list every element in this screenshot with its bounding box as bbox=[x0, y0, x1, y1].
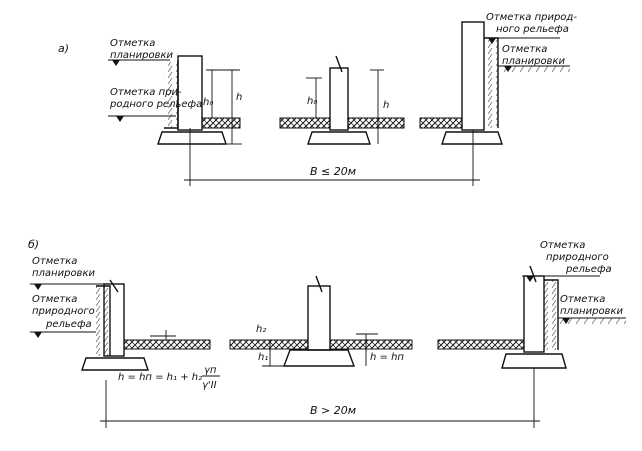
footing-b-right bbox=[501, 353, 567, 369]
level-mark-icon bbox=[488, 38, 496, 44]
footing-b-mid bbox=[282, 349, 356, 367]
h2-label: h₂ bbox=[256, 324, 266, 335]
footing-a-right bbox=[441, 131, 503, 145]
floor-slab-a-left bbox=[201, 117, 241, 129]
h-mid-label: h bbox=[383, 100, 389, 111]
panel-b-left-bottom-label-line2: природного bbox=[32, 306, 95, 317]
break-line bbox=[529, 265, 537, 283]
floor-slab-a-mid-left bbox=[279, 117, 331, 129]
formula-left: h = hп = h₁ + h₂ bbox=[118, 372, 202, 383]
soil-fill bbox=[96, 286, 110, 356]
panel-a-left-top-label-line2: планировки bbox=[110, 50, 173, 61]
h-left-label: h bbox=[236, 92, 242, 103]
panel-a-left-bottom-label-line1: Отметка при- bbox=[110, 87, 182, 98]
panel-a-right-top-label-line2: ного рельефа bbox=[496, 24, 569, 35]
panel-b-right-top-label-line2: природного bbox=[546, 252, 609, 263]
formula-denominator: γ'II bbox=[202, 380, 217, 391]
span-a-label: B ≤ 20м bbox=[310, 165, 356, 178]
h-eq-hn-label: h = hп bbox=[370, 352, 404, 363]
level-mark-icon bbox=[34, 284, 42, 290]
level-mark-icon bbox=[116, 116, 124, 122]
panel-b-left-bottom-label-line3: рельефа bbox=[45, 319, 92, 330]
soil-fill bbox=[560, 318, 626, 324]
soil-fill bbox=[500, 66, 570, 72]
floor-slab-b-left bbox=[123, 339, 211, 350]
formula-numerator: γп bbox=[204, 365, 217, 376]
h0-left-label: h₀ bbox=[203, 97, 213, 108]
span-b-label: B > 20м bbox=[310, 404, 356, 417]
h0-mid-label: h₀ bbox=[307, 96, 317, 107]
panel-b-left-top-label-line1: Отметка bbox=[32, 256, 77, 267]
column-b-mid bbox=[307, 285, 331, 351]
floor-slab-a-mid-right bbox=[347, 117, 405, 129]
level-mark-icon bbox=[526, 276, 534, 282]
break-line bbox=[335, 55, 343, 73]
panel-b-left-bottom-label-line1: Отметка bbox=[32, 294, 77, 305]
floor-slab-b-right bbox=[437, 339, 525, 350]
column-a-left bbox=[177, 55, 203, 131]
panel-a-label: а) bbox=[58, 42, 69, 55]
column-a-mid bbox=[329, 67, 349, 131]
soil-fill bbox=[484, 38, 498, 128]
soil-fill bbox=[164, 62, 178, 128]
break-line bbox=[109, 279, 119, 293]
panel-a-left-top-label-line1: Отметка bbox=[110, 38, 155, 49]
column-b-left bbox=[103, 283, 125, 357]
floor-slab-b-mid-right bbox=[329, 339, 413, 350]
panel-b-right-bottom-label-line2: планировки bbox=[560, 306, 623, 317]
panel-b-left-top-label-line2: планировки bbox=[32, 268, 95, 279]
panel-a-right-bottom-label-line1: Отметка bbox=[502, 44, 547, 55]
h1-label: h₁ bbox=[258, 352, 268, 363]
panel-b-label: б) bbox=[28, 238, 39, 251]
footing-a-left bbox=[157, 131, 227, 145]
soil-boundary bbox=[544, 279, 559, 350]
panel-b-right-top-label-line3: рельефа bbox=[565, 264, 612, 275]
floor-slab-a-right bbox=[419, 117, 463, 129]
footing-a-mid bbox=[307, 131, 371, 145]
level-mark-icon bbox=[504, 66, 512, 72]
soil-fill bbox=[544, 280, 558, 350]
panel-b-right-bottom-label-line1: Отметка bbox=[560, 294, 605, 305]
level-mark-icon bbox=[34, 332, 42, 338]
soil-boundary bbox=[96, 285, 111, 356]
floor-slab-b-mid-left bbox=[229, 339, 309, 350]
level-mark-icon bbox=[112, 60, 120, 66]
panel-b-right-top-label-line1: Отметка bbox=[540, 240, 585, 251]
level-mark-icon bbox=[562, 318, 570, 324]
panel-a-right-top-label-line1: Отметка природ- bbox=[486, 12, 577, 23]
break-line bbox=[315, 275, 323, 293]
panel-a-left-bottom-label-line2: родного рельефа bbox=[109, 99, 202, 110]
footing-b-left bbox=[81, 357, 149, 371]
panel-a-right-bottom-label-line2: планировки bbox=[502, 56, 565, 67]
column-b-right bbox=[523, 275, 545, 353]
column-a-right bbox=[461, 21, 485, 131]
